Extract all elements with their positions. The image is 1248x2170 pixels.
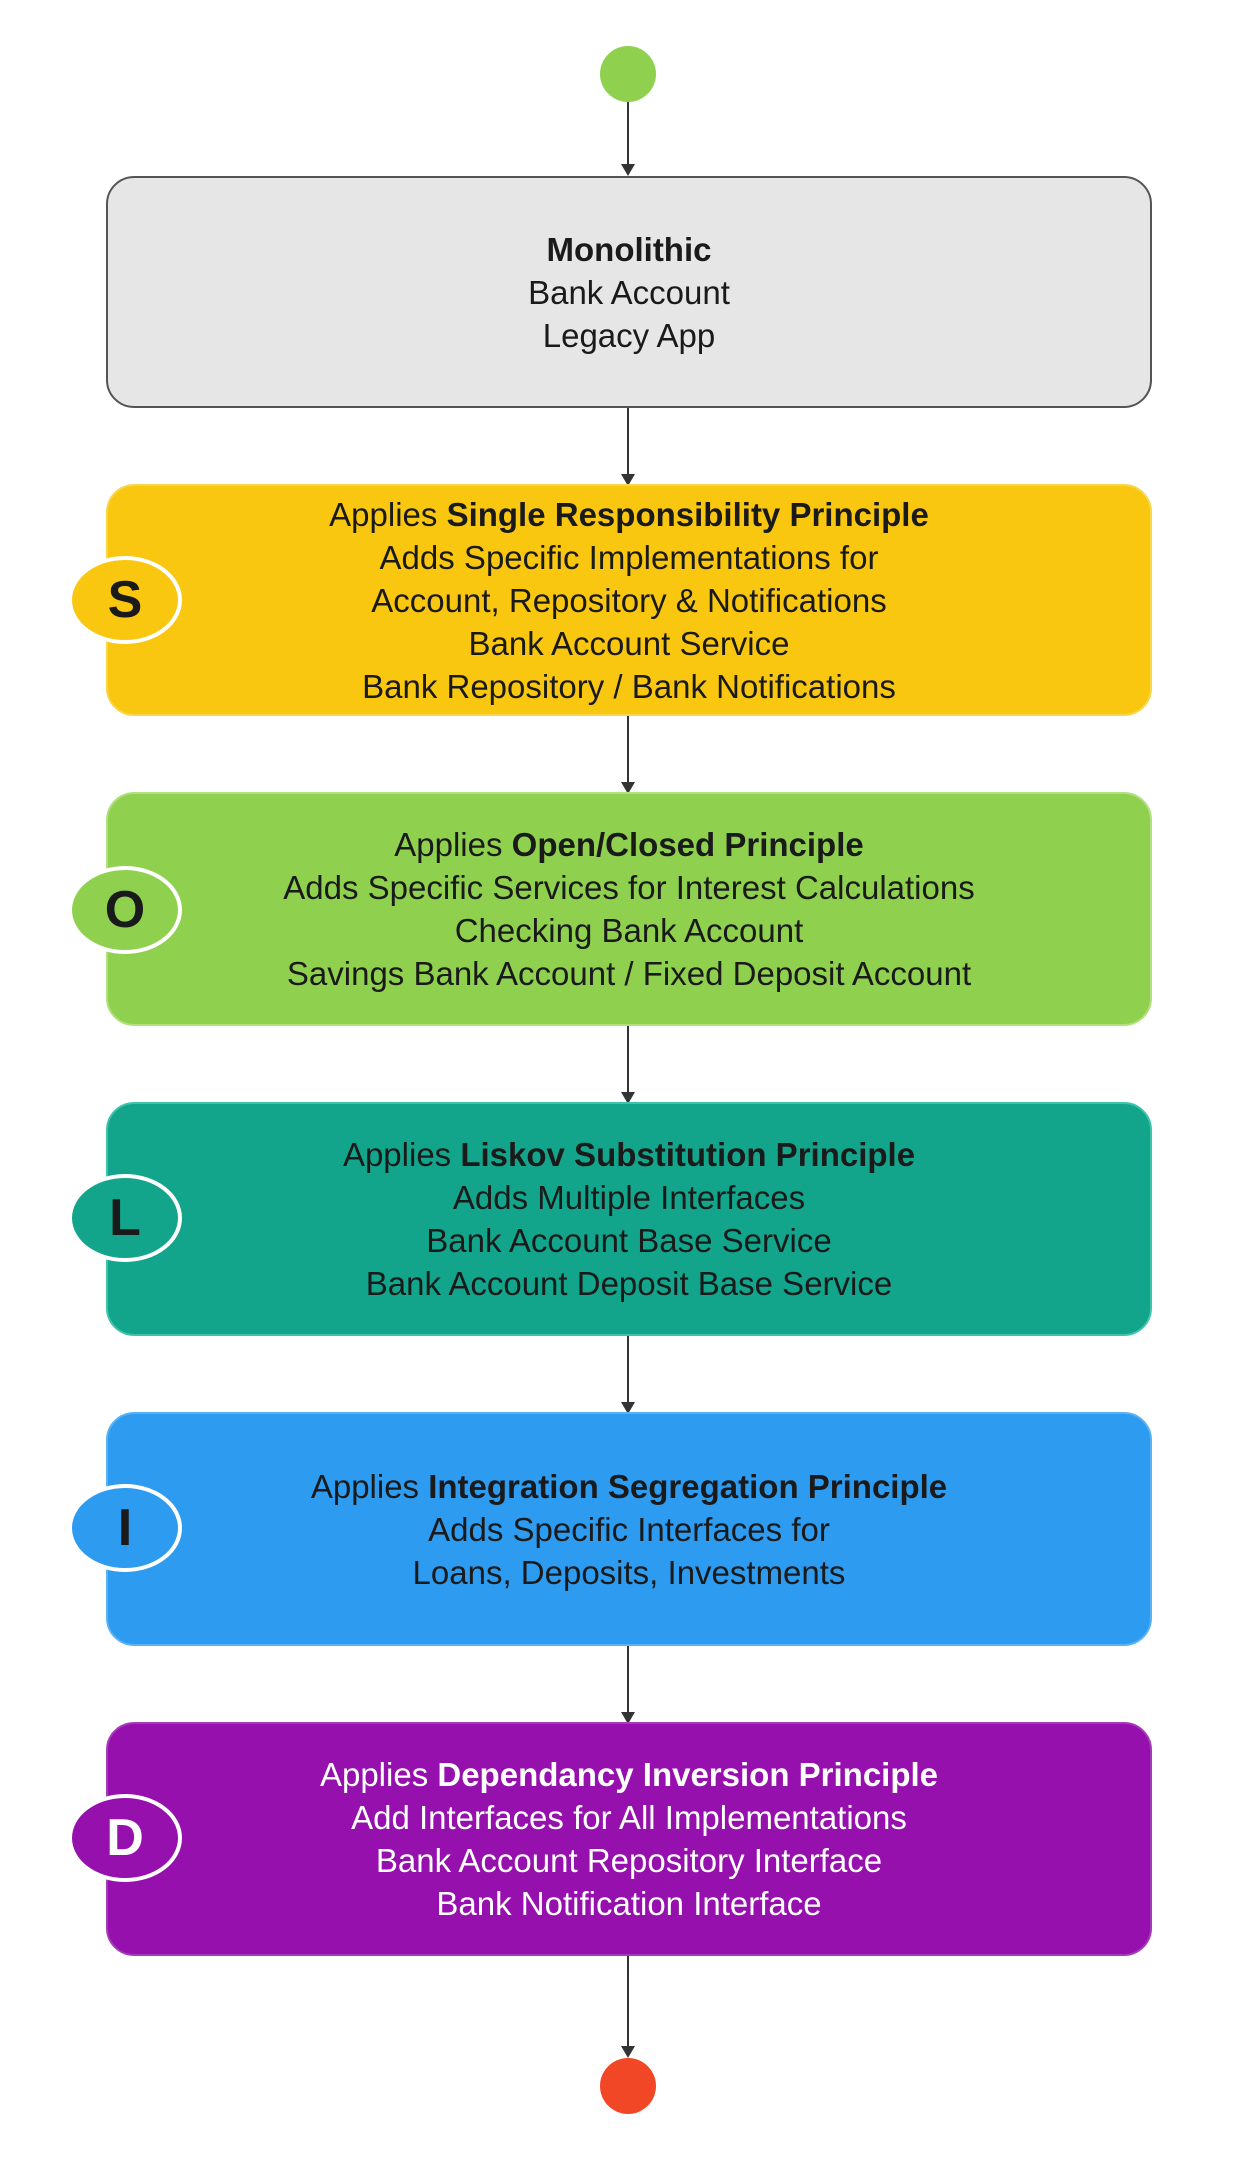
applies-prefix: Applies	[310, 1467, 429, 1505]
monolithic-line: Legacy App	[542, 316, 716, 354]
box-line: Checking Bank Account	[454, 912, 804, 949]
monolithic-line: Bank Account	[528, 273, 730, 311]
box-line: Account, Repository & Notifications	[371, 581, 887, 619]
applies-prefix: Applies	[319, 1756, 438, 1793]
principle-name: Integration Segregation Principle	[428, 1467, 948, 1505]
start-node	[600, 46, 656, 102]
end-node	[600, 2058, 656, 2114]
principle-name: Dependancy Inversion Principle	[437, 1756, 939, 1793]
applies-prefix: Applies	[342, 1136, 461, 1173]
box-line: Adds Specific Services for Interest Calc…	[283, 869, 975, 906]
box-line: Savings Bank Account / Fixed Deposit Acc…	[286, 955, 972, 992]
box-line: Bank Notification Interface	[436, 1885, 822, 1922]
box-line: Bank Account Base Service	[426, 1222, 832, 1259]
interface-segregation-box: Applies Integration Segregation Principl…	[106, 1412, 1152, 1646]
connector-arrow	[621, 716, 635, 794]
box-line: Add Interfaces for All Implementations	[351, 1799, 907, 1836]
single-responsibility-box: Applies Single Responsibility Principle …	[106, 484, 1152, 716]
box-line: Bank Account Deposit Base Service	[365, 1265, 893, 1302]
connector-arrow	[621, 1646, 635, 1724]
principle-name: Single Responsibility Principle	[446, 495, 929, 533]
connector-arrow	[621, 1026, 635, 1104]
connector-arrow	[621, 408, 635, 486]
dependency-inversion-box: Applies Dependancy Inversion Principle A…	[106, 1722, 1152, 1956]
badge-d: D	[68, 1794, 182, 1882]
applies-prefix: Applies	[394, 826, 512, 863]
box-line: Adds Specific Interfaces for	[428, 1510, 830, 1548]
box-line: Bank Account Repository Interface	[375, 1842, 883, 1879]
open-closed-box: Applies Open/Closed Principle Adds Speci…	[106, 792, 1152, 1026]
monolithic-box: Monolithic Bank Account Legacy App	[106, 176, 1152, 408]
connector-arrow	[621, 1956, 635, 2058]
box-line: Bank Repository / Bank Notifications	[362, 667, 896, 705]
box-line: Adds Specific Implementations for	[379, 538, 879, 576]
badge-i: I	[68, 1484, 182, 1572]
box-line: Adds Multiple Interfaces	[452, 1179, 806, 1216]
badge-l: L	[68, 1174, 182, 1262]
badge-o: O	[68, 866, 182, 954]
liskov-substitution-box: Applies Liskov Substitution Principle Ad…	[106, 1102, 1152, 1336]
box-line: Loans, Deposits, Investments	[412, 1553, 846, 1591]
badge-s: S	[68, 556, 182, 644]
box-line: Bank Account Service	[468, 624, 790, 662]
principle-name: Liskov Substitution Principle	[460, 1136, 916, 1173]
connector-arrow	[621, 102, 635, 176]
connector-arrow	[621, 1336, 635, 1414]
monolithic-title: Monolithic	[546, 230, 712, 268]
principle-name: Open/Closed Principle	[511, 826, 864, 863]
applies-prefix: Applies	[329, 495, 447, 533]
